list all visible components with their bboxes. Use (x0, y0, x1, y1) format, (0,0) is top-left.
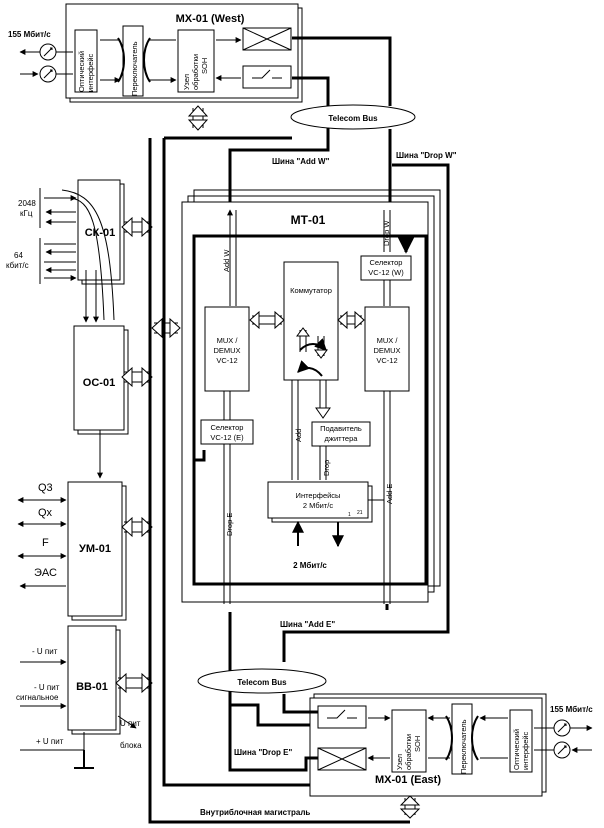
mux-left-label-3: VC-12 (216, 356, 237, 365)
mux-right-label-1: MUX / (377, 336, 399, 345)
selector-w-label-2: VC-12 (W) (368, 268, 404, 277)
selector-e-label-2: VC-12 (E) (210, 433, 244, 442)
mt-title: МТ-01 (291, 213, 326, 227)
switch-matrix (283, 261, 339, 381)
um-title: УМ-01 (79, 543, 111, 555)
ck-rate-1: 64 (14, 251, 23, 260)
ck-module: СК-01 (77, 179, 125, 285)
mx-west-optical-label-1: Оптический (77, 51, 86, 92)
mx-west-module: МХ-01 (West) Оптический интерфейс Перекл… (65, 3, 303, 103)
mux-left (204, 306, 250, 392)
mx-east-rate: 155 Мбит/с (550, 705, 593, 714)
iface-n1: 1 (348, 512, 351, 518)
bus-add-w-label: Шина "Add W" (272, 157, 330, 166)
iface-label-1: Интерфейсы (296, 491, 341, 500)
um-eac: ЭАС (34, 567, 57, 579)
mx-west-soh-label-2: обработки (191, 54, 200, 90)
ck-rate-2: кбит/с (6, 261, 29, 270)
mx-west-optical-label-2: интерфейс (86, 53, 95, 92)
um-module: УМ-01 (67, 481, 127, 621)
iface-n2: 21 (357, 510, 363, 516)
mux-right (364, 306, 410, 392)
bb-module: ВВ-01 (67, 625, 121, 735)
selector-w-label-1: Селектор (370, 258, 403, 267)
um-qx: Qx (38, 507, 53, 519)
backbone-label: Внутриблочная магистраль (200, 808, 310, 817)
um-f: F (42, 537, 49, 549)
iface-rate-label: 2 Мбит/с (293, 561, 327, 570)
mx-west-soh-label-3: SOH (200, 58, 209, 74)
bus-add-e-label: Шина "Add E" (280, 620, 335, 629)
mx-east-soh-label-2: обработки (404, 734, 413, 770)
mx-east-switch-label: Переключатель (459, 719, 468, 774)
telecom-bus-top (290, 104, 416, 130)
selector-w (360, 255, 412, 281)
bb-title: ВВ-01 (76, 681, 108, 693)
oc-module: ОС-01 (73, 325, 129, 435)
mx-east-soh-label-1: Узел (395, 754, 404, 770)
bb-u-sig-2: сигнальное (16, 693, 59, 702)
um-q3: Q3 (38, 482, 53, 494)
mt-add-label: Add (294, 429, 303, 442)
telecom-bus-bottom-label: Telecom Bus (237, 678, 287, 687)
bb-u-block-1: U пит (120, 719, 141, 728)
mx-east-module: МХ-01 (East) Узел обработки SOH Переключ… (309, 693, 547, 797)
mx-east-title: МХ-01 (East) (375, 774, 441, 786)
mx-west-title: МХ-01 (West) (176, 13, 245, 25)
ck-freq-2: кГц (20, 209, 33, 218)
selector-e (200, 419, 254, 445)
bb-u-pit: - U пит (32, 647, 58, 656)
bus-drop-e-label: Шина "Drop E" (234, 748, 292, 757)
telecom-bus-bottom (197, 668, 327, 694)
mt-module: МТ-01 (181, 189, 441, 603)
ck-freq-1: 2048 (18, 199, 36, 208)
mux-left-label-2: DEMUX (213, 346, 240, 355)
selector-e-label-1: Селектор (211, 423, 244, 432)
backbone-arrows (115, 105, 421, 819)
switch-matrix-label: Коммутатор (290, 286, 332, 295)
jitter-suppressor (311, 421, 371, 447)
mt-drop-label: Drop (322, 460, 331, 476)
bb-u-plus: + U пит (36, 737, 64, 746)
mux-right-label-3: VC-12 (376, 356, 397, 365)
mx-east-optical-label-2: интерфейс (521, 731, 530, 770)
telecom-bus-top-label: Telecom Bus (328, 114, 378, 123)
mt-add-w-label: Add W (222, 249, 231, 272)
iface-label-2: 2 Мбит/с (303, 501, 334, 510)
mx-west-soh-label-1: Узел (182, 74, 191, 90)
mx-west-rate: 155 Мбит/с (8, 30, 51, 39)
mux-left-label-1: MUX / (217, 336, 239, 345)
bb-u-sig-1: - U пит (34, 683, 60, 692)
bus-drop-w-label: Шина "Drop W" (396, 151, 457, 160)
ck-title: СК-01 (85, 227, 116, 239)
jitter-label-1: Подавитель (320, 424, 362, 433)
mux-right-label-2: DEMUX (373, 346, 400, 355)
mt-drop-w-label: Drop W (382, 220, 391, 246)
mt-drop-e-label: Drop E (225, 513, 234, 536)
bb-u-block-2: блока (120, 741, 142, 750)
mx-west-switch-label: Переключатель (130, 41, 139, 96)
oc-title: ОС-01 (83, 377, 115, 389)
mx-east-optical-label-1: Оптический (512, 729, 521, 770)
mx-east-soh-label-3: SOH (413, 736, 422, 752)
jitter-label-2: джиттера (325, 434, 359, 443)
iface-2m (267, 481, 369, 519)
mt-add-e-label: Add E (385, 484, 394, 504)
